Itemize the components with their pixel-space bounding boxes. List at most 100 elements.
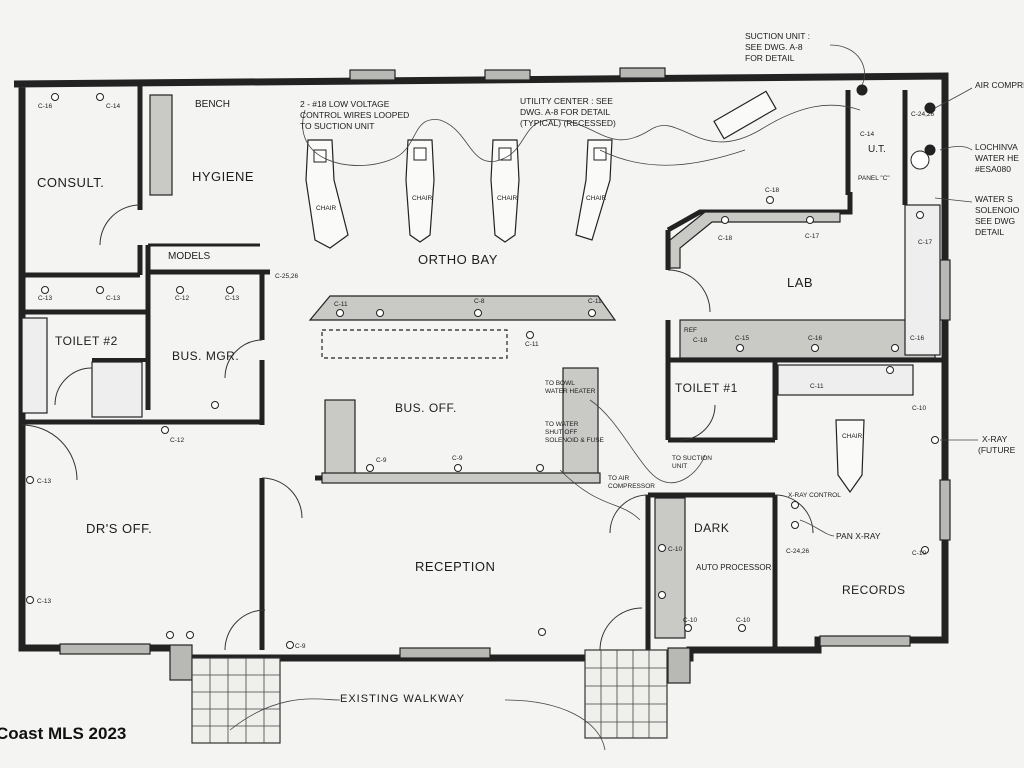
circuit-label: C-12	[175, 295, 189, 302]
watermark: Coast MLS 2023	[0, 724, 126, 743]
circuit-label: C-24,26	[786, 548, 810, 555]
note-suction-2: SEE DWG. A-8	[745, 42, 803, 52]
circuit-label: C-10	[683, 617, 697, 624]
note-xray-1: X-RAY	[982, 434, 1008, 444]
note-water-sol-1: WATER S	[975, 194, 1013, 204]
note-suction-3: FOR DETAIL	[745, 53, 795, 63]
circuit-label: C-16	[910, 335, 924, 342]
chair-label: CHAIR	[842, 433, 863, 440]
note-existing-walkway: EXISTING WALKWAY	[340, 693, 465, 705]
note-xray-2: (FUTURE	[978, 445, 1016, 455]
note-utility-1: UTILITY CENTER : SEE	[520, 96, 613, 106]
ortho-chair: CHAIR	[405, 139, 435, 243]
note-water-sol-4: DETAIL	[975, 227, 1004, 237]
circuit-label: C-14	[106, 103, 120, 110]
lab-counter	[669, 211, 841, 269]
chair-label: CHAIR	[497, 195, 518, 202]
room-ortho-bay: ORTHO BAY	[418, 252, 498, 267]
note-pan-xray: PAN X-RAY	[836, 531, 881, 541]
label-auto-processor: AUTO PROCESSOR	[696, 563, 772, 572]
lab-chair	[713, 90, 777, 140]
circuit-label: C-11	[588, 298, 602, 305]
circuit-label: C-18	[765, 187, 779, 194]
exterior-walls	[13, 67, 951, 684]
ortho-chair: CHAIR	[575, 139, 613, 241]
note-to-water-2: SHUT OFF	[545, 429, 577, 436]
window	[484, 69, 531, 81]
note-air-compressor: AIR COMPRES	[975, 80, 1024, 90]
window	[349, 69, 396, 81]
room-ut: U.T.	[868, 144, 886, 155]
note-utility-2: DWG. A-8 FOR DETAIL	[520, 107, 610, 117]
circuit-label: C-10	[736, 617, 750, 624]
entry-column	[169, 644, 193, 681]
circuit-label: C-13	[106, 295, 120, 302]
ortho-counter	[308, 295, 617, 321]
room-records: RECORDS	[842, 583, 906, 597]
room-hygiene: HYGIENE	[192, 169, 254, 184]
chair-label: CHAIR	[586, 195, 607, 202]
circuit-label: C-10	[668, 546, 682, 553]
note-to-bowl-1: TO BOWL	[545, 380, 575, 387]
reception-counter	[324, 399, 356, 476]
note-panel: PANEL "C"	[858, 175, 890, 182]
circuit-label: C-18	[718, 235, 732, 242]
circuit-label: C-17	[805, 233, 819, 240]
circuit-label: C-10	[912, 550, 926, 557]
room-toilet-2: TOILET #2	[55, 334, 118, 348]
circuit-label: C-11	[525, 341, 539, 348]
note-to-water-3: SOLENOID & FUSE	[545, 437, 605, 444]
note-to-suction-2: UNIT	[672, 463, 687, 470]
entry-column	[667, 647, 691, 684]
circuit-label: C-14	[860, 131, 874, 138]
circuit-label: C-9	[376, 457, 387, 464]
room-bus-mgr: BUS. MGR.	[172, 349, 239, 363]
room-dark: DARK	[694, 521, 729, 535]
window	[819, 635, 911, 647]
circuit-label: C-13	[225, 295, 239, 302]
circuit-label: C-9	[452, 455, 463, 462]
note-low-voltage-2: CONTROL WIRES LOOPED	[300, 110, 409, 120]
room-lab: LAB	[787, 275, 813, 290]
circuit-labels: C-16 C-14 C-13 C-13 C-12 C-13 C-25,26 C-…	[37, 103, 935, 650]
circuit-label: C-11	[334, 301, 348, 308]
note-water-heater-2: WATER HE	[975, 153, 1019, 163]
window	[619, 67, 666, 79]
circuit-label: C-16	[808, 335, 822, 342]
room-toilet-1: TOILET #1	[675, 381, 738, 395]
room-bus-off: BUS. OFF.	[395, 401, 457, 415]
annotations: SUCTION UNIT : SEE DWG. A-8 FOR DETAIL A…	[300, 31, 1024, 705]
note-water-sol-2: SOLENOIO	[975, 205, 1020, 215]
label-ref: REF	[684, 327, 697, 334]
window	[939, 479, 951, 541]
room-labels: CONSULT. HYGIENE MODELS ORTHO BAY LAB U.…	[37, 99, 906, 597]
circuit-label: C-16	[38, 103, 52, 110]
outlets	[26, 84, 939, 649]
note-water-heater-1: LOCHINVA	[975, 142, 1018, 152]
note-low-voltage-3: TO SUCTION UNIT	[300, 121, 374, 131]
chair-label: CHAIR	[412, 195, 433, 202]
ortho-chair: CHAIR	[490, 139, 520, 243]
label-bench: BENCH	[195, 99, 230, 110]
circuit-label: C-13	[37, 478, 51, 485]
circuit-label: C-24,26	[911, 111, 935, 118]
note-to-water-1: TO WATER	[545, 421, 579, 428]
walkway	[191, 649, 668, 751]
room-consult: CONSULT.	[37, 175, 104, 190]
circuit-label: C-13	[38, 295, 52, 302]
chair-label: CHAIR	[316, 205, 337, 212]
note-low-voltage-1: 2 - #18 LOW VOLTAGE	[300, 99, 390, 109]
room-reception: RECEPTION	[415, 559, 495, 574]
doors	[21, 204, 814, 651]
note-utility-3: (TYPICAL) (RECESSED)	[520, 118, 616, 128]
control-wiring	[302, 104, 861, 521]
note-to-bowl-2: WATER HEATER	[545, 388, 596, 395]
note-suction-1: SUCTION UNIT :	[745, 31, 810, 41]
circuit-label: C-15	[735, 335, 749, 342]
room-models: MODELS	[168, 251, 211, 262]
ortho-chair: CHAIR	[305, 139, 349, 249]
note-water-sol-3: SEE DWG	[975, 216, 1015, 226]
circuit-label: C-9	[295, 643, 306, 650]
circuit-label: C-13	[37, 598, 51, 605]
